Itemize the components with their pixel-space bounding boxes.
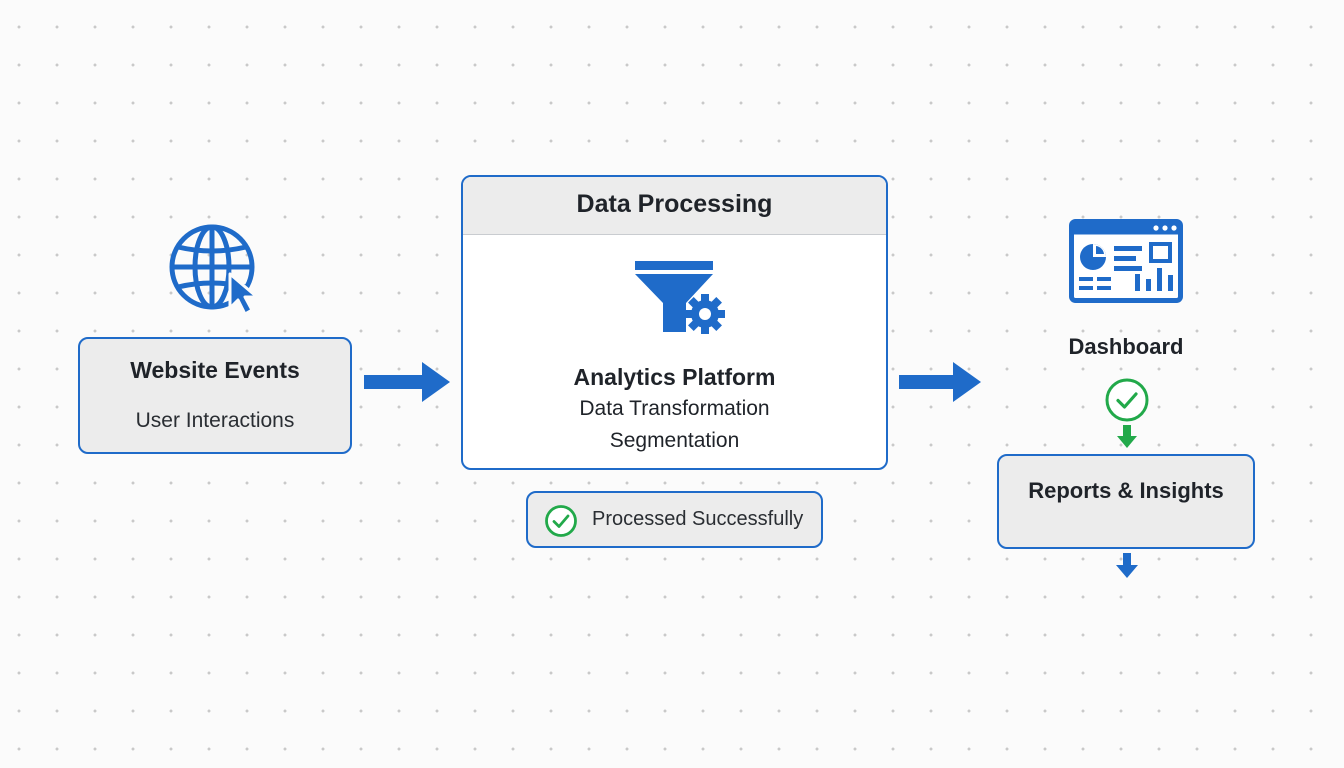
check-circle-icon [545, 505, 577, 537]
flow-arrow-down [1116, 553, 1138, 578]
user-interactions-label: User Interactions [135, 409, 295, 432]
website-events-node: Website Events User Interactions [78, 337, 352, 454]
flow-arrow-right [899, 362, 981, 402]
data-processing-title: Data Processing [576, 190, 773, 218]
website-events-title: Website Events [130, 357, 300, 383]
analytics-platform-label: Analytics Platform [573, 364, 776, 390]
dashboard-icon [1069, 219, 1183, 303]
flow-arrow-right [364, 362, 450, 402]
reports-insights-node: Reports & Insights [997, 454, 1255, 549]
globe-cursor-icon [169, 224, 259, 316]
status-text: Processed Successfully [592, 508, 804, 530]
flow-arrow-down [1117, 425, 1137, 448]
funnel-gear-icon [635, 261, 725, 334]
data-processing-header: Data Processing [463, 177, 886, 235]
reports-insights-label: Reports & Insights [1028, 478, 1224, 503]
status-badge: Processed Successfully [526, 491, 823, 548]
data-transformation-label: Data Transformation [579, 397, 770, 420]
dashboard-label: Dashboard [1068, 334, 1184, 359]
data-processing-node: Data Processing Analytics Platform Data … [461, 175, 888, 470]
segmentation-label: Segmentation [609, 429, 740, 452]
check-circle-icon [1105, 378, 1149, 422]
